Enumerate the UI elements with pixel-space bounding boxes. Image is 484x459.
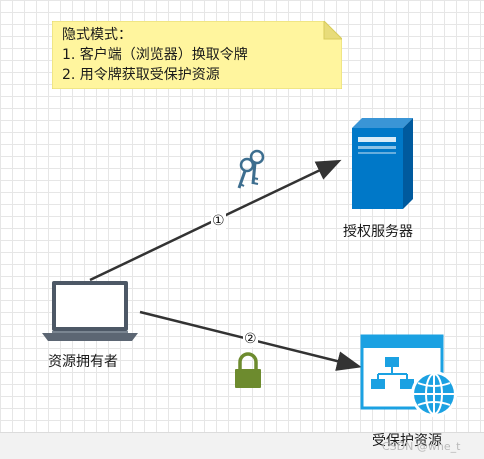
laptop-icon (42, 281, 138, 341)
resource-owner-label: 资源拥有者 (48, 354, 118, 370)
note-text: 隐式模式： 1. 客户端（浏览器）换取令牌 2. 用令牌获取受保护资源 (62, 25, 248, 85)
lock-icon (235, 352, 261, 388)
step-two-marker: ② (243, 331, 258, 347)
protected-resource-label: 受保护资源 (372, 433, 442, 449)
key-icon (237, 149, 265, 189)
footer-bar (0, 432, 484, 459)
resource-icon (360, 334, 457, 417)
note-shape (52, 21, 342, 89)
auth-server-label: 授权服务器 (343, 224, 413, 240)
server-icon (352, 118, 413, 209)
watermark: CSDN @whe_t (382, 440, 461, 453)
note-box: 隐式模式： 1. 客户端（浏览器）换取令牌 2. 用令牌获取受保护资源 (52, 21, 342, 89)
note-line-1: 1. 客户端（浏览器）换取令牌 (62, 47, 248, 63)
note-title: 隐式模式： (62, 27, 132, 43)
note-line-2: 2. 用令牌获取受保护资源 (62, 67, 220, 83)
step-one-marker: ① (211, 213, 226, 229)
